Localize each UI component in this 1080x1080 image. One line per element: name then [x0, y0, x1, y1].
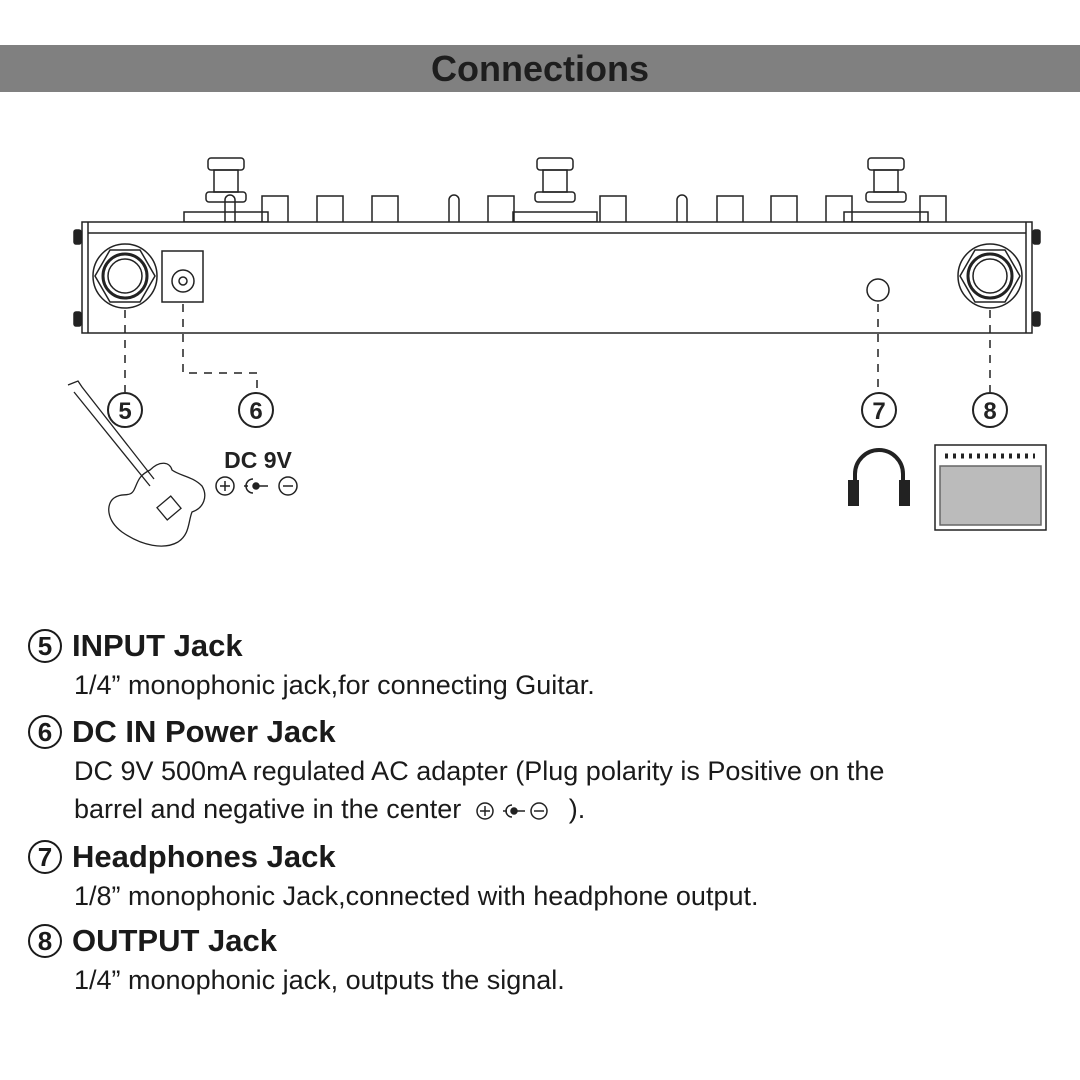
- input-jack: [92, 243, 158, 309]
- section-heading: INPUT Jack: [72, 628, 243, 663]
- section-number: 5: [28, 629, 62, 663]
- section-text: 1/4” monophonic jack, outputs the signal…: [74, 965, 565, 995]
- marker-circles: [107, 392, 1008, 428]
- section-number: 7: [28, 840, 62, 874]
- polarity-icon: [476, 802, 548, 820]
- section-number: 6: [28, 715, 62, 749]
- guitar-icon: [67, 380, 206, 547]
- dc-power-jack: [161, 250, 204, 303]
- headphone-jack: [866, 278, 890, 302]
- polarity-icon: [215, 476, 298, 496]
- section-text: 1/8” monophonic Jack,connected with head…: [74, 881, 759, 911]
- marker-6: 6: [249, 398, 262, 425]
- marker-5: 5: [118, 398, 131, 425]
- output-jack: [957, 243, 1023, 309]
- marker-7: 7: [872, 398, 885, 425]
- section-heading: DC IN Power Jack: [72, 714, 336, 749]
- section-title: Connections: [430, 48, 649, 89]
- connection-diagram: 5 6 7 8 DC 9V: [67, 157, 1047, 547]
- section-text: barrel and negative in the center: [74, 794, 462, 824]
- section-output-jack: 8 OUTPUT Jack 1/4” monophonic jack, outpu…: [28, 921, 565, 999]
- footswitch-icon: [183, 157, 269, 223]
- section-text: 1/4” monophonic jack,for connecting Guit…: [74, 670, 595, 700]
- marker-8: 8: [983, 398, 996, 425]
- section-number: 8: [28, 924, 62, 958]
- section-dc-in: 6 DC IN Power Jack DC 9V 500mA regulated …: [28, 712, 884, 828]
- section-heading: OUTPUT Jack: [72, 923, 278, 958]
- dc-label: DC 9V: [224, 447, 292, 473]
- section-header: Connections: [0, 45, 1080, 92]
- section-text-tail: ).: [568, 794, 586, 824]
- leader-lines: [124, 304, 991, 392]
- section-input-jack: 5 INPUT Jack 1/4” monophonic jack,for con…: [28, 626, 595, 704]
- section-heading: Headphones Jack: [72, 839, 336, 874]
- footswitch-icon: [843, 157, 929, 223]
- footswitch-icon: [512, 157, 598, 223]
- pedal-device: [73, 157, 1041, 334]
- headphones-icon: [848, 448, 910, 506]
- amplifier-icon: [934, 444, 1047, 531]
- section-text: DC 9V 500mA regulated AC adapter (Plug p…: [74, 756, 885, 786]
- section-headphones: 7 Headphones Jack 1/8” monophonic Jack,co…: [28, 837, 758, 915]
